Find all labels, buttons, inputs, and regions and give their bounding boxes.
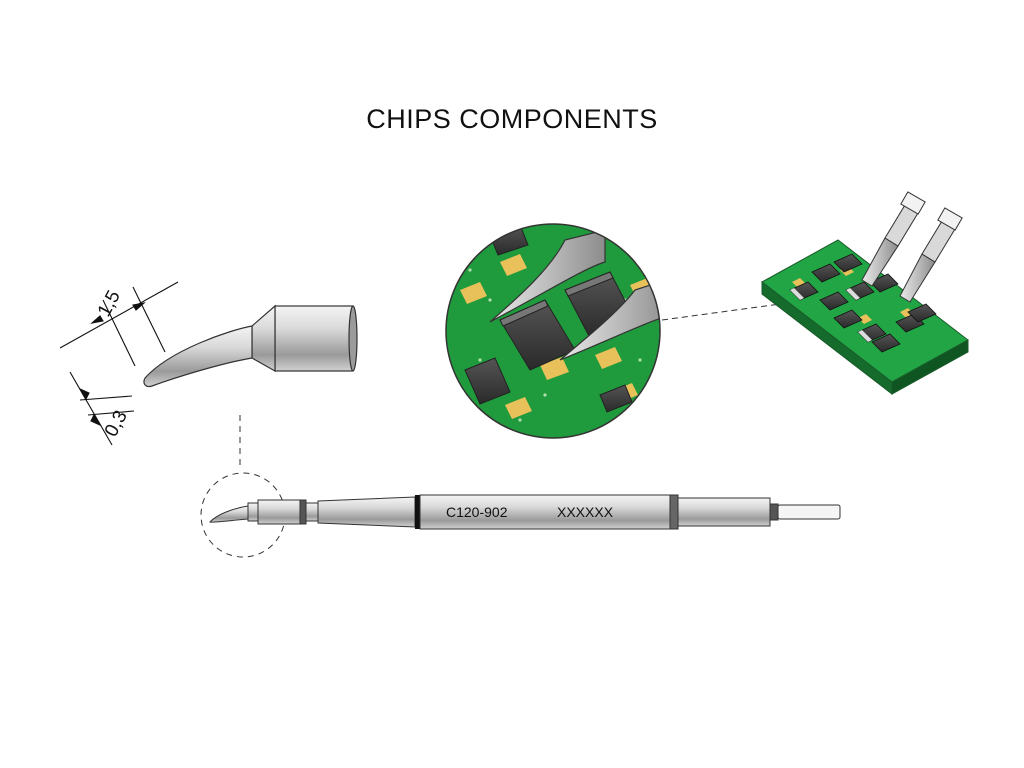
tip-closeup — [143, 304, 358, 388]
pcb-board — [761, 239, 969, 396]
magnify-connector — [661, 301, 796, 321]
tip-sleeve — [274, 305, 354, 372]
dimension-length — [59, 281, 179, 367]
tip-serial-label: XXXXXX — [557, 504, 614, 520]
pcb-tools — [861, 191, 963, 303]
dimension-length-label: 1,5 — [94, 287, 125, 320]
magnified-view — [445, 223, 661, 439]
diagram-title: CHIPS COMPONENTS — [366, 104, 658, 134]
tip-point — [143, 325, 253, 388]
tip-handle — [419, 494, 671, 530]
tip-cone — [251, 304, 276, 373]
tip-model-label: C120-902 — [446, 504, 508, 520]
tip-shaft — [209, 494, 841, 530]
dimension-thickness — [69, 371, 135, 446]
